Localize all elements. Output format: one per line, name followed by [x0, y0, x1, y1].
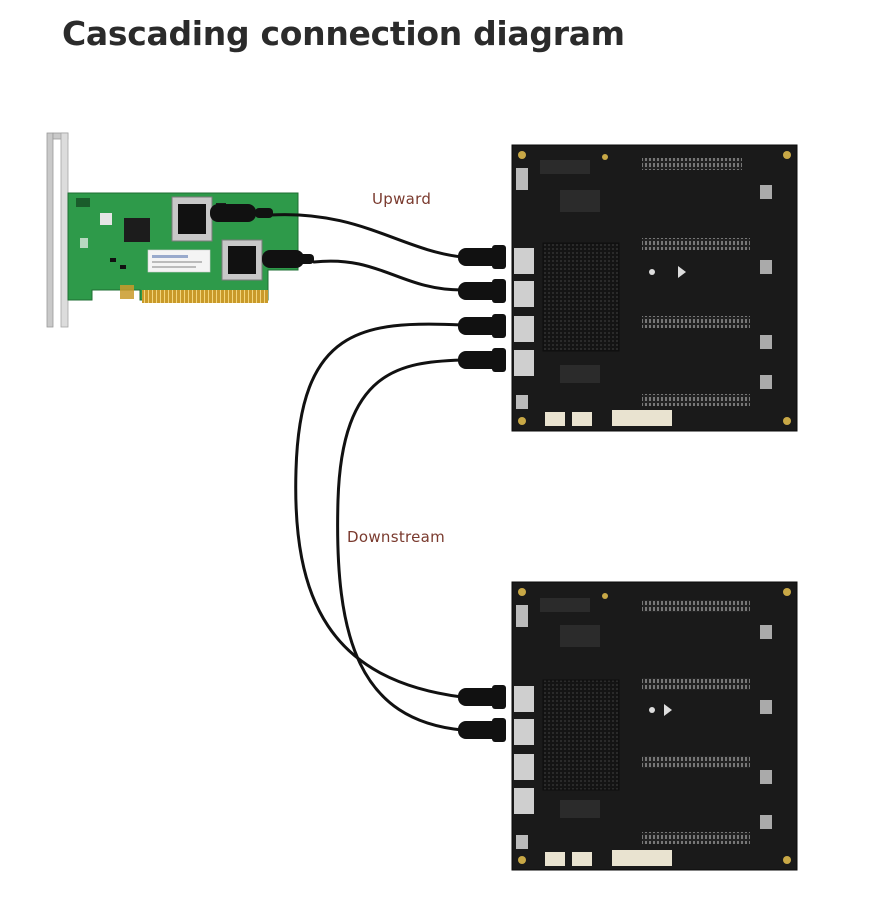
hba-card-icon — [46, 132, 299, 328]
downstream-label: Downstream — [347, 528, 446, 546]
backplane-cable-plug-icon — [458, 245, 506, 742]
upward-label: Upward — [372, 190, 432, 208]
backplane-top-icon — [511, 144, 798, 432]
slimsas-cable-icon — [268, 213, 464, 732]
backplane-bottom-icon — [511, 581, 798, 871]
hba-cable-plug-icon — [210, 204, 314, 268]
page-title: Cascading connection diagram — [62, 14, 625, 53]
